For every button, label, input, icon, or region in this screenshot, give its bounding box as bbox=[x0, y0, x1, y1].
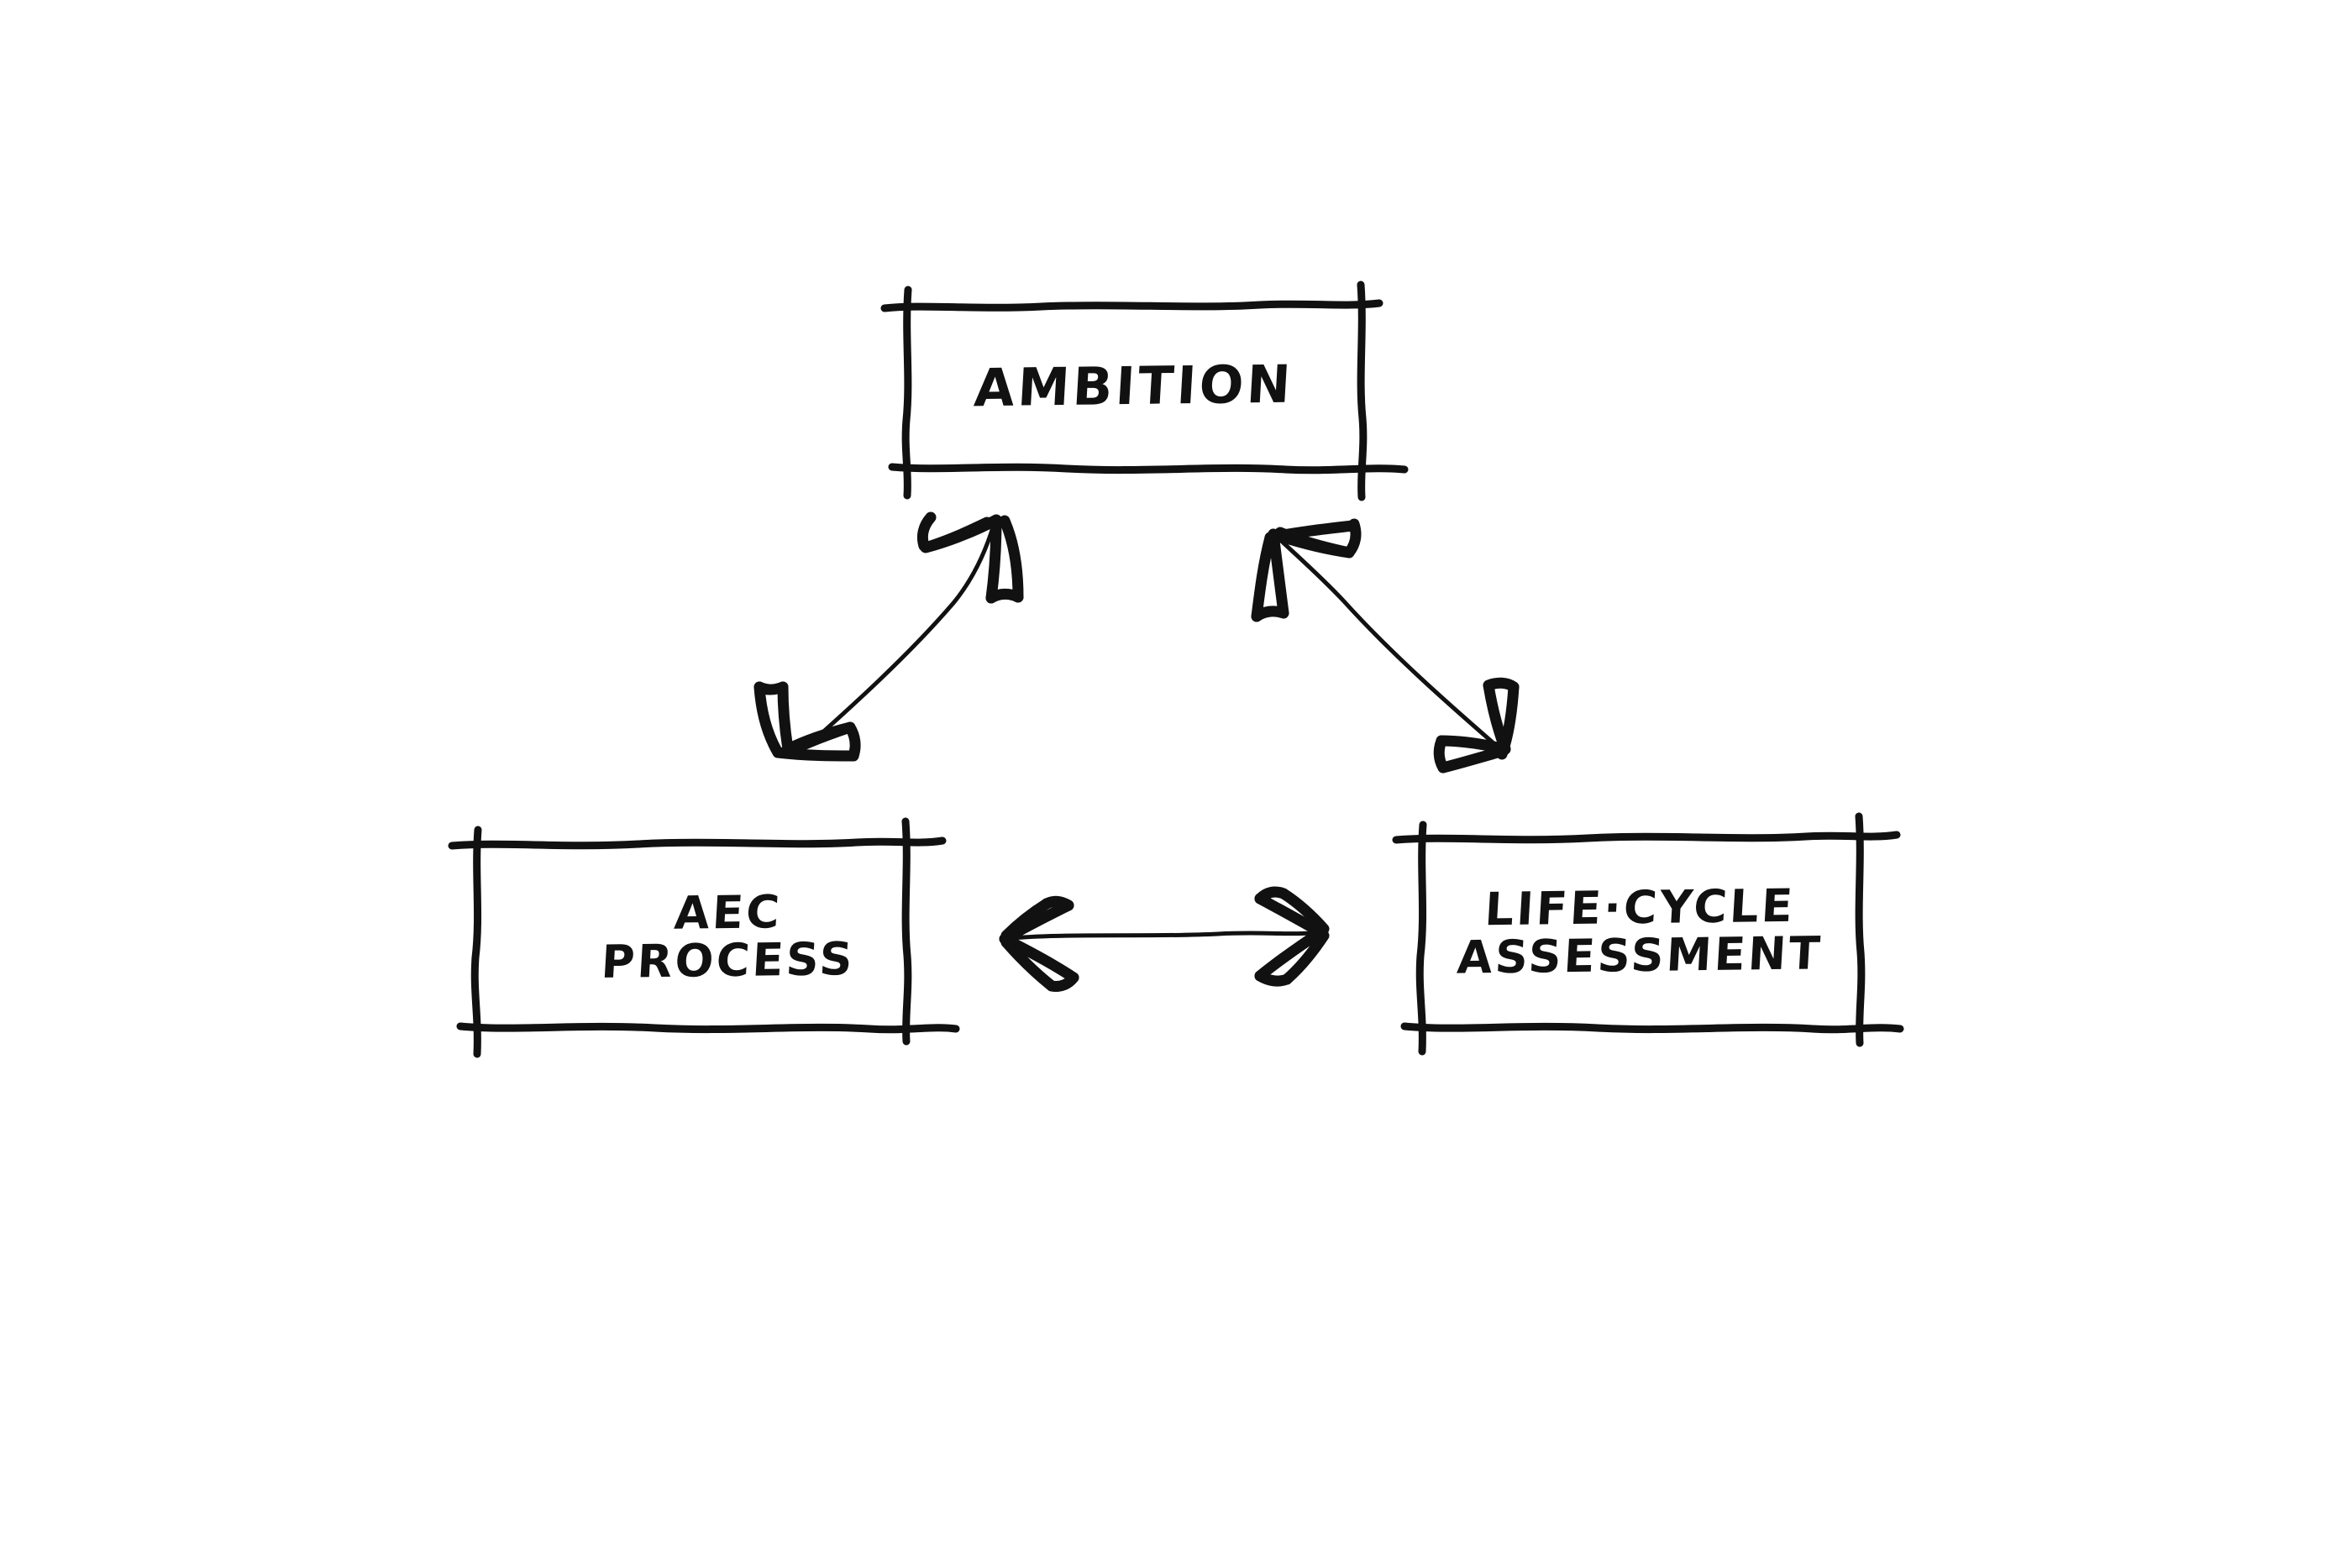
edge-ambition-aec bbox=[753, 511, 1024, 762]
edge-ambition-lca bbox=[1251, 518, 1520, 774]
lca-box-outline bbox=[1392, 812, 1904, 1056]
aec-process-box-outline bbox=[448, 817, 960, 1058]
edge-aec-lca bbox=[999, 886, 1330, 992]
ambition-box-outline bbox=[880, 281, 1409, 501]
